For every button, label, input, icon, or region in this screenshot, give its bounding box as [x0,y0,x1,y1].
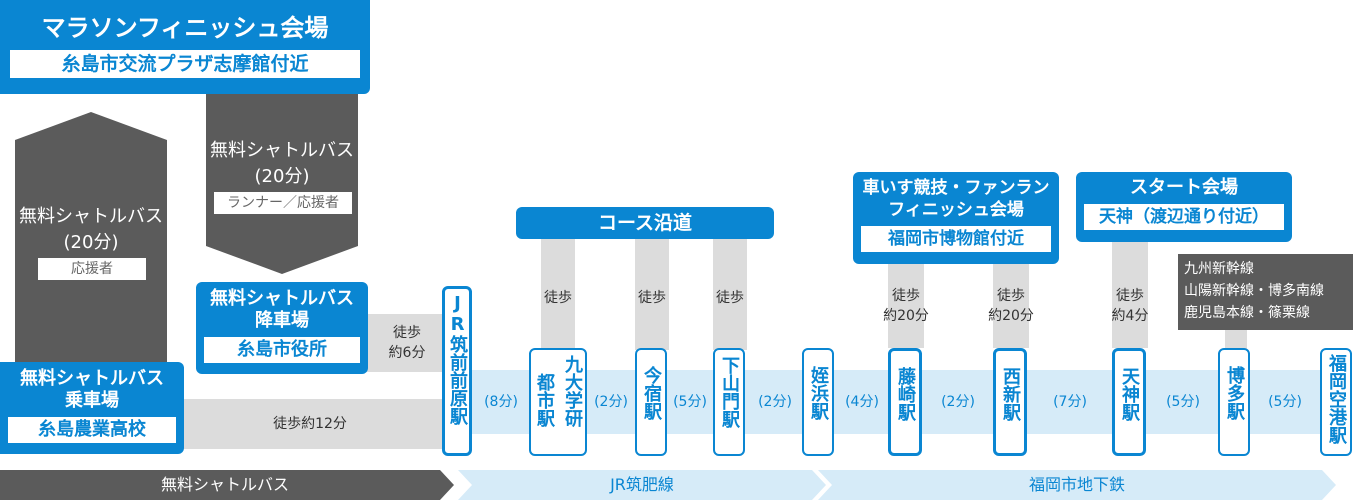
time-shimoyamato-meinohama: (2分) [758,394,792,410]
walk-strip-dropoff-to-jr [366,314,446,372]
line-bar-subway [818,470,1336,500]
wheelchair-title-1: 車いす競技・ファンラン [862,178,1050,198]
finish-venue-title: マラソンフィニッシュ会場 [41,14,329,42]
shuttle-runners-label: 無料シャトルバス (20分) [206,138,358,190]
wheelchair-title-2: フィニッシュ会場 [888,200,1024,220]
line-label-jr: JR筑肥線 [610,475,674,494]
shuttle-arrow-supporters [15,112,167,364]
walk-dropoff-line1: 徒歩 [393,325,421,341]
walk-kyudai-label: 徒歩 [544,290,572,306]
shuttle-runners-tag: ランナー／応援者 [214,192,352,214]
shuttle-runners-name: 無料シャトルバス [210,140,354,161]
walk-tenjin-line1: 徒歩 [1116,288,1144,304]
walk-nishijin-label: 徒歩 約20分 [975,286,1047,326]
walk-connector-tenjin [1112,240,1148,348]
walk-fujisaki-line1: 徒歩 [892,288,920,304]
station-nishijin[interactable]: 西新駅 [993,348,1027,456]
time-meinohama-fujisaki: (4分) [845,394,879,410]
time-imajuku-shimoyamato: (5分) [673,394,707,410]
boarding-title-2: 乗車場 [65,390,119,411]
walk-tenjin-line2: 約4分 [1111,308,1149,324]
line-bar-shuttle [0,470,454,500]
walk-connector-imajuku [635,238,669,350]
time-fujisaki-nishijin: (2分) [941,394,975,410]
station-nishijin-label: 西新駅 [1000,367,1021,421]
station-tenjin[interactable]: 天神駅 [1112,348,1146,456]
dropoff-place: 糸島市役所 [204,337,360,363]
dropoff-title-1: 無料シャトルバス [210,288,354,309]
time-hakata-airport: (5分) [1268,394,1302,410]
time-maebaru-kyudai: (8分) [484,394,518,410]
boarding-place: 糸島農業高校 [8,417,176,443]
shuttle-supporters-name: 無料シャトルバス [19,206,163,227]
dropoff-box: 無料シャトルバス 降車場 糸島市役所 [196,282,368,374]
station-kyudai-gakken-toshi[interactable]: 九大学研 都市駅 [529,348,587,456]
time-nishijin-tenjin: (7分) [1053,394,1087,410]
walk-strip-boarding-to-jr [180,399,444,449]
walk-dropoff-label: 徒歩 約6分 [368,323,446,363]
line-label-subway: 福岡市地下鉄 [1028,475,1125,494]
walk-boarding-label: 徒歩約12分 [273,416,347,432]
station-shimoyamato[interactable]: 下山門駅 [713,348,745,456]
shuttle-supporters-tag: 応援者 [38,258,146,280]
start-venue-place: 天神（渡辺通り付近） [1084,204,1284,230]
finish-venue-box: マラソンフィニッシュ会場 糸島市交流プラザ志摩館付近 [0,0,370,94]
station-fujisaki-label: 藤崎駅 [895,367,916,421]
walk-connector-shimoyamato [713,238,747,350]
station-kyudai-columns: 九大学研 都市駅 [531,355,585,427]
station-imajuku-label: 今宿駅 [641,366,662,420]
dropoff-title-2: 降車場 [255,310,309,331]
time-kyudai-imajuku: (2分) [594,394,628,410]
line-bar-jr [458,470,826,500]
walk-nishijin-line2: 約20分 [988,308,1034,324]
walk-imajuku-label: 徒歩 [638,290,666,306]
line-label-shuttle: 無料シャトルバス [160,475,289,494]
start-venue-box: スタート会場 天神（渡辺通り付近） [1076,172,1292,242]
walk-nishijin-line1: 徒歩 [997,288,1025,304]
start-venue-title: スタート会場 [1130,177,1238,198]
boarding-box: 無料シャトルバス 乗車場 糸島農業高校 [0,362,184,454]
finish-venue-place: 糸島市交流プラザ志摩館付近 [10,50,360,78]
hakata-lines-box: 九州新幹線 山陽新幹線・博多南線 鹿児島本線・篠栗線 [1178,254,1353,330]
station-fujisaki[interactable]: 藤崎駅 [888,348,922,456]
course-roadside-box: コース沿道 [516,207,774,239]
station-meinohama-label: 姪浜駅 [808,366,829,420]
walk-connector-nishijin [993,262,1029,348]
station-airport[interactable]: 福岡空港駅 [1320,348,1352,456]
station-maebaru-label: JR筑前前原駅 [447,293,468,425]
walk-fujisaki-label: 徒歩 約20分 [870,286,942,326]
shuttle-supporters-time: (20分) [63,232,119,253]
station-tenjin-label: 天神駅 [1119,367,1140,421]
time-tenjin-hakata: (5分) [1166,394,1200,410]
station-kyudai-col2: 都市駅 [534,373,555,427]
walk-fujisaki-line2: 約20分 [883,308,929,324]
boarding-title-1: 無料シャトルバス [20,368,164,389]
station-hakata[interactable]: 博多駅 [1218,348,1250,456]
walk-tenjin-label: 徒歩 約4分 [1094,286,1166,326]
line-bar-arrows [0,470,1336,500]
hakata-line-3: 鹿児島本線・篠栗線 [1184,305,1310,321]
shuttle-runners-time: (20分) [254,166,310,187]
shuttle-supporters-label: 無料シャトルバス (20分) [15,204,167,256]
shuttle-arrow-runners [206,94,358,274]
walk-shimoyamato-label: 徒歩 [716,290,744,306]
walk-dropoff-line2: 約6分 [388,345,426,361]
walk-connector-kyudai [541,238,575,350]
wheelchair-venue-box: 車いす競技・ファンラン フィニッシュ会場 福岡市博物館付近 [853,172,1059,264]
station-hakata-label: 博多駅 [1224,366,1245,420]
station-airport-label: 福岡空港駅 [1326,354,1347,444]
station-shimoyamato-label: 下山門駅 [719,356,740,428]
walk-connector-fujisaki [888,262,924,348]
station-kyudai-col1: 九大学研 [562,355,583,427]
hakata-connector [1225,330,1247,350]
hakata-line-1: 九州新幹線 [1184,261,1254,277]
station-meinohama[interactable]: 姪浜駅 [802,348,834,456]
station-maebaru[interactable]: JR筑前前原駅 [442,286,472,456]
station-imajuku[interactable]: 今宿駅 [635,348,667,456]
hakata-line-2: 山陽新幹線・博多南線 [1184,283,1324,299]
wheelchair-place: 福岡市博物館付近 [861,226,1051,252]
